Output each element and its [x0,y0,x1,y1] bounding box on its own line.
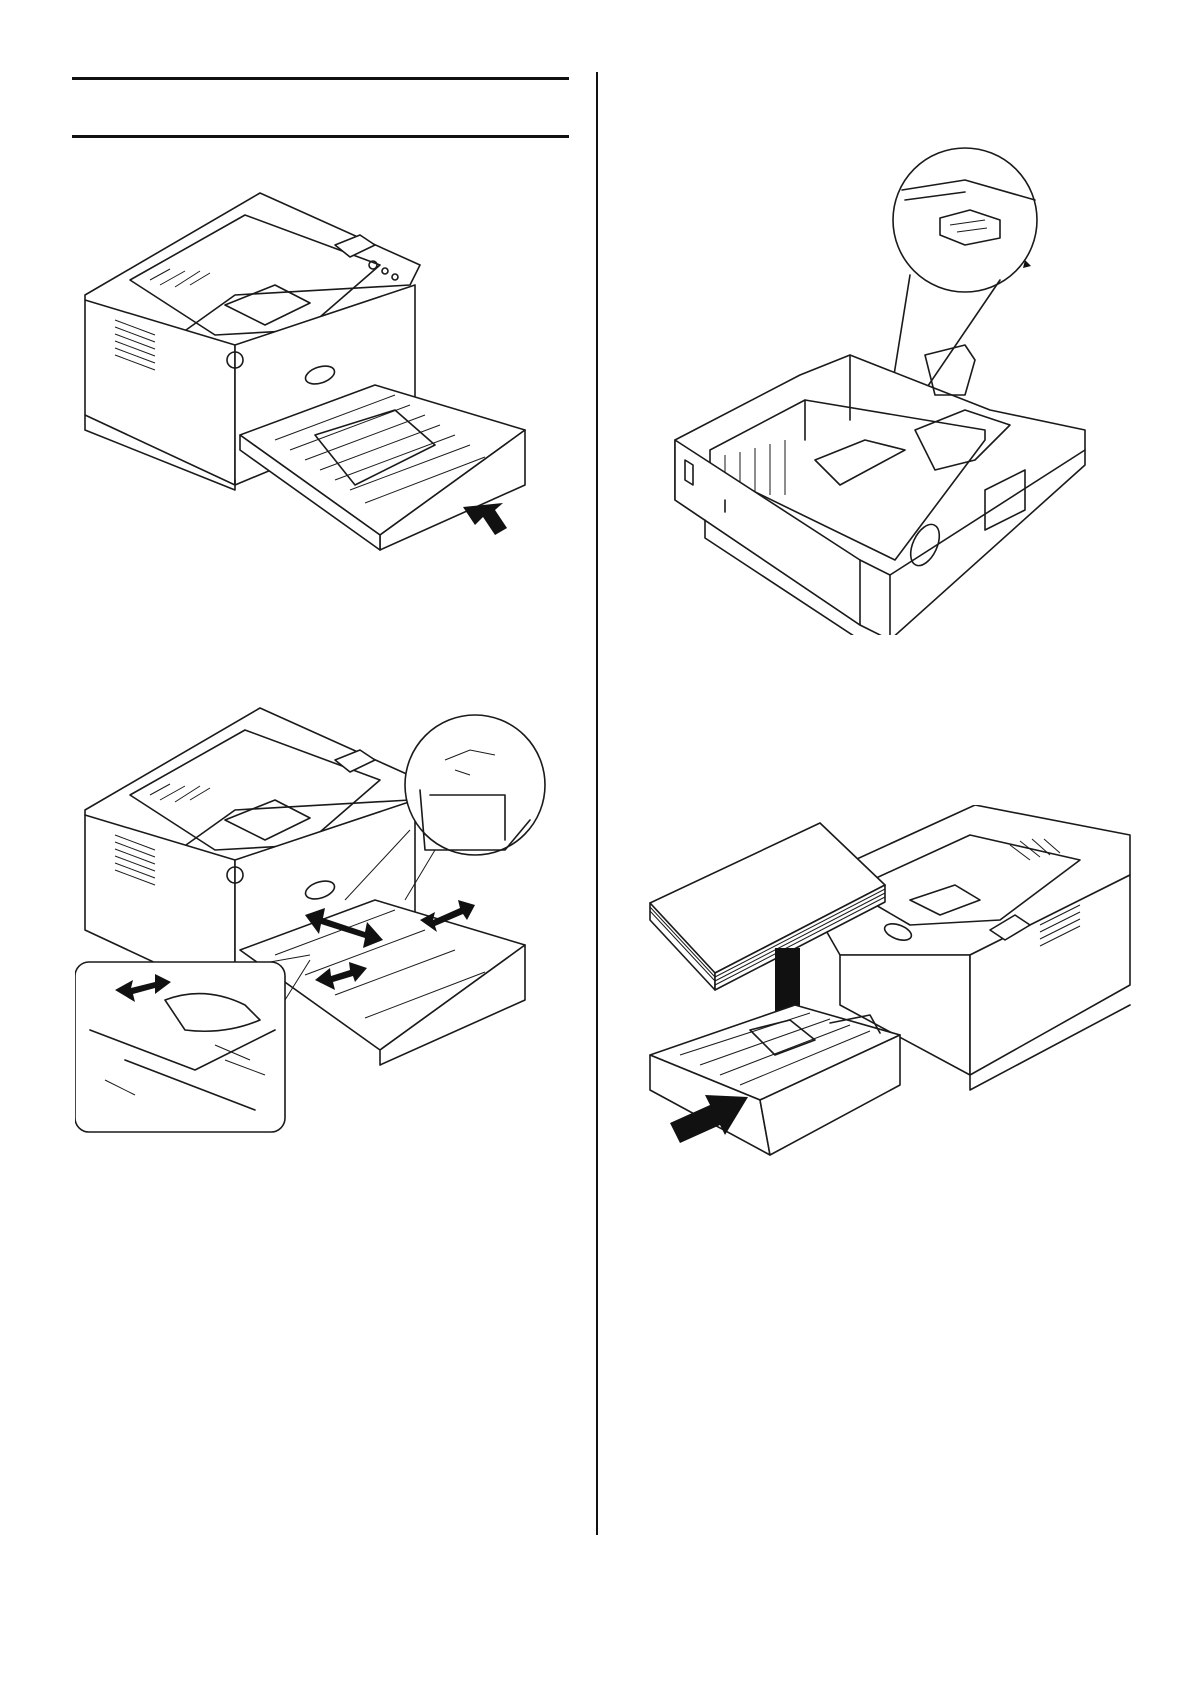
printer-tray-pull-out-illustration [75,185,545,600]
title-rule-top [72,77,569,80]
column-divider [596,72,598,1535]
load-paper-insert-tray-illustration [640,805,1140,1230]
printer-tray-adjust-guides-illustration [75,700,565,1150]
section-title [72,90,569,120]
title-rule-bottom [72,135,569,138]
paper-tray-stopper-detail-illustration [665,140,1090,635]
